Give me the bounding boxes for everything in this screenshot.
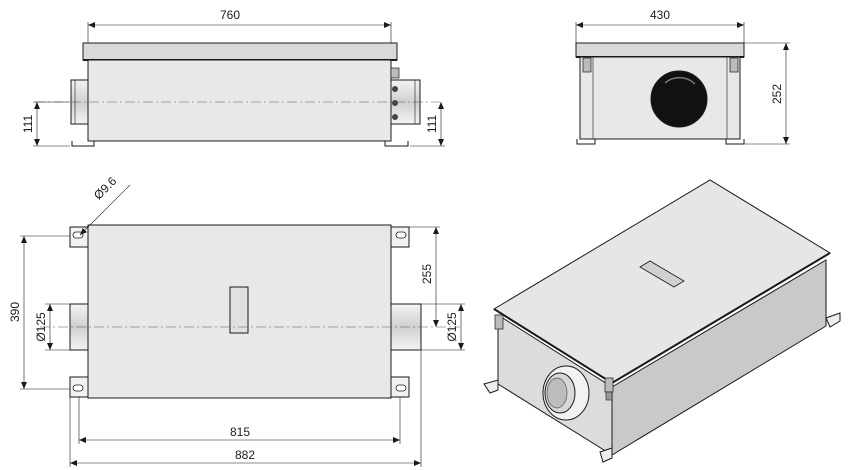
iso-right-face	[611, 259, 827, 456]
dim-duct-left: Ø125	[34, 312, 48, 342]
isometric-view	[483, 179, 841, 463]
dim-front-left-height: 111	[21, 115, 35, 134]
dim-front-width: 760	[220, 8, 240, 22]
dim-hole-diameter: Ø9.6	[91, 174, 120, 203]
dim-side-width: 430	[650, 8, 670, 22]
side-lid	[575, 42, 745, 58]
dim-front-right-height: 111	[425, 115, 439, 134]
top-label-plate	[229, 286, 249, 334]
dim-inner-length: 815	[230, 425, 250, 439]
side-view: 430 252	[575, 8, 790, 145]
dim-overall-length: 882	[235, 448, 255, 462]
dim-top-depth: 390	[8, 302, 22, 322]
dim-side-height: 252	[770, 84, 784, 104]
side-duct-opening	[650, 70, 708, 128]
dim-duct-right: Ø125	[445, 312, 459, 342]
front-view: 760 111 111	[21, 8, 445, 147]
front-body	[87, 59, 392, 142]
front-lid	[82, 42, 398, 61]
top-view: Ø9.6 390 Ø125 255 Ø125 815 882	[8, 174, 465, 467]
dim-top-offset: 255	[420, 264, 434, 284]
